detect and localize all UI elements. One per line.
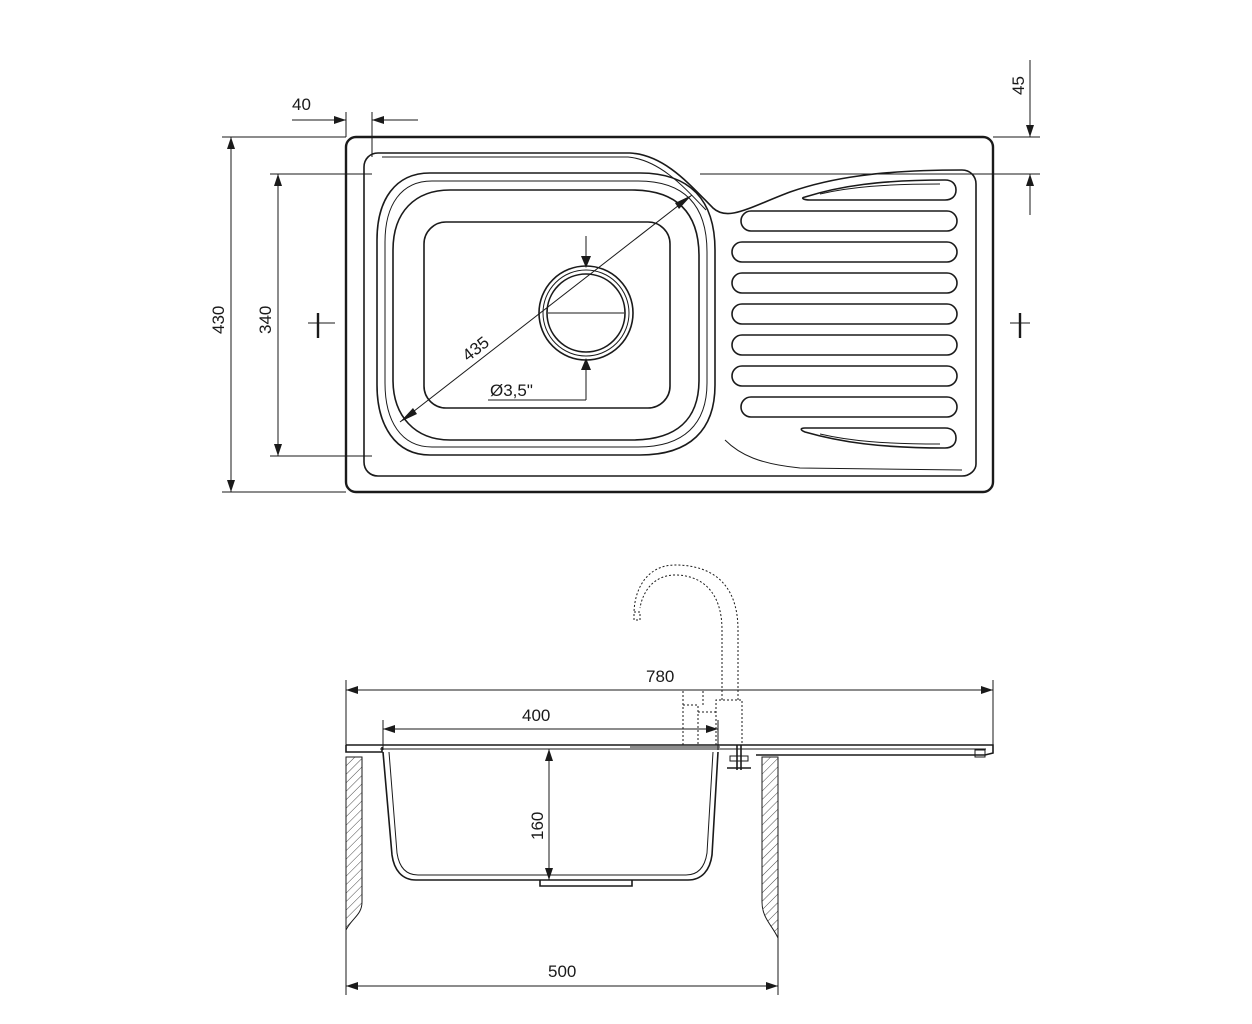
- side-view: 780 400 160 500: [345, 564, 994, 995]
- rim-offset-label: 40: [292, 95, 311, 114]
- bowl-length-label: 400: [522, 706, 550, 725]
- bowl-depth-dimension: 160: [528, 749, 553, 880]
- cabinet-wall-left: [345, 756, 363, 931]
- bowl-bottom: [423, 221, 671, 409]
- drainer-edge: [974, 749, 986, 758]
- rim-offset-dimension: 40: [292, 95, 418, 157]
- sink-inner-panel-edge: [382, 156, 963, 471]
- section-marker-right: [1010, 313, 1030, 338]
- bowl-outer-edge-inner: [384, 180, 708, 448]
- bowl-drain-outlet: [539, 880, 633, 887]
- drain-middle-ring: [542, 269, 630, 357]
- cabinet-width-label: 500: [548, 962, 576, 981]
- section-marker-left: [308, 313, 335, 338]
- sink-rim-profile-inner: [380, 746, 986, 750]
- drain-inner-ring: [546, 273, 626, 353]
- top-offset-dimension: 45: [700, 60, 1040, 215]
- faucet-outline: [633, 564, 743, 746]
- drainer-ribs: [731, 179, 958, 449]
- bowl-inner-edge: [392, 189, 700, 441]
- overall-length-dimension: 780: [345, 667, 994, 745]
- cabinet-wall-right: [761, 756, 779, 939]
- cabinet-width-dimension: 500: [345, 930, 779, 995]
- bowl-depth-label: 160: [528, 812, 547, 840]
- overall-length-label: 780: [646, 667, 674, 686]
- top-offset-label: 45: [1009, 76, 1028, 95]
- drain-diameter-label: Ø3,5": [490, 381, 533, 400]
- bowl-profile: [382, 751, 719, 881]
- drain-diameter-dimension: Ø3,5": [488, 236, 591, 401]
- bowl-width-label: 340: [256, 306, 275, 334]
- bowl-diagonal-dimension: 435: [399, 194, 693, 423]
- bowl-diagonal-label: 435: [459, 333, 493, 365]
- top-view: Ø3,5" 435: [209, 60, 1040, 494]
- bowl-outer-edge: [376, 172, 716, 456]
- overall-width-label: 430: [209, 306, 228, 334]
- overall-width-dimension: 430: [209, 136, 346, 493]
- bowl-width-dimension: 340: [256, 173, 372, 457]
- bowl-profile-inner: [388, 751, 714, 876]
- bowl-length-dimension: 400: [382, 706, 719, 750]
- sink-inner-panel: [363, 152, 977, 477]
- sink-outer-rim: [344, 135, 995, 494]
